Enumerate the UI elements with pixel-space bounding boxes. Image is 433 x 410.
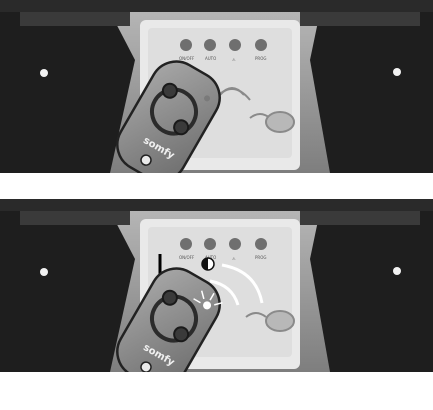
led-label: ⚠ (232, 57, 236, 62)
illustration-panel-2: ON/OFF AUTO ⚠ PROG (0, 199, 433, 372)
led-label: ON/OFF (179, 56, 195, 61)
led-label: PROG (255, 255, 266, 260)
screw-icon (40, 268, 48, 276)
screw-icon (393, 68, 401, 76)
left-housing (0, 12, 135, 173)
led-label: PROG (255, 56, 266, 61)
half-circle-icon (202, 258, 214, 270)
left-housing (0, 211, 135, 372)
led-label: AUTO (205, 56, 216, 61)
illustration-panel-1: ON/OFF AUTO ⚠ PROG somfy (0, 0, 433, 173)
screw-icon (393, 267, 401, 275)
right-housing (310, 12, 433, 173)
led-label: ⚠ (232, 256, 236, 261)
right-housing (310, 211, 433, 372)
led-label: ON/OFF (179, 255, 195, 260)
screw-icon (40, 69, 48, 77)
